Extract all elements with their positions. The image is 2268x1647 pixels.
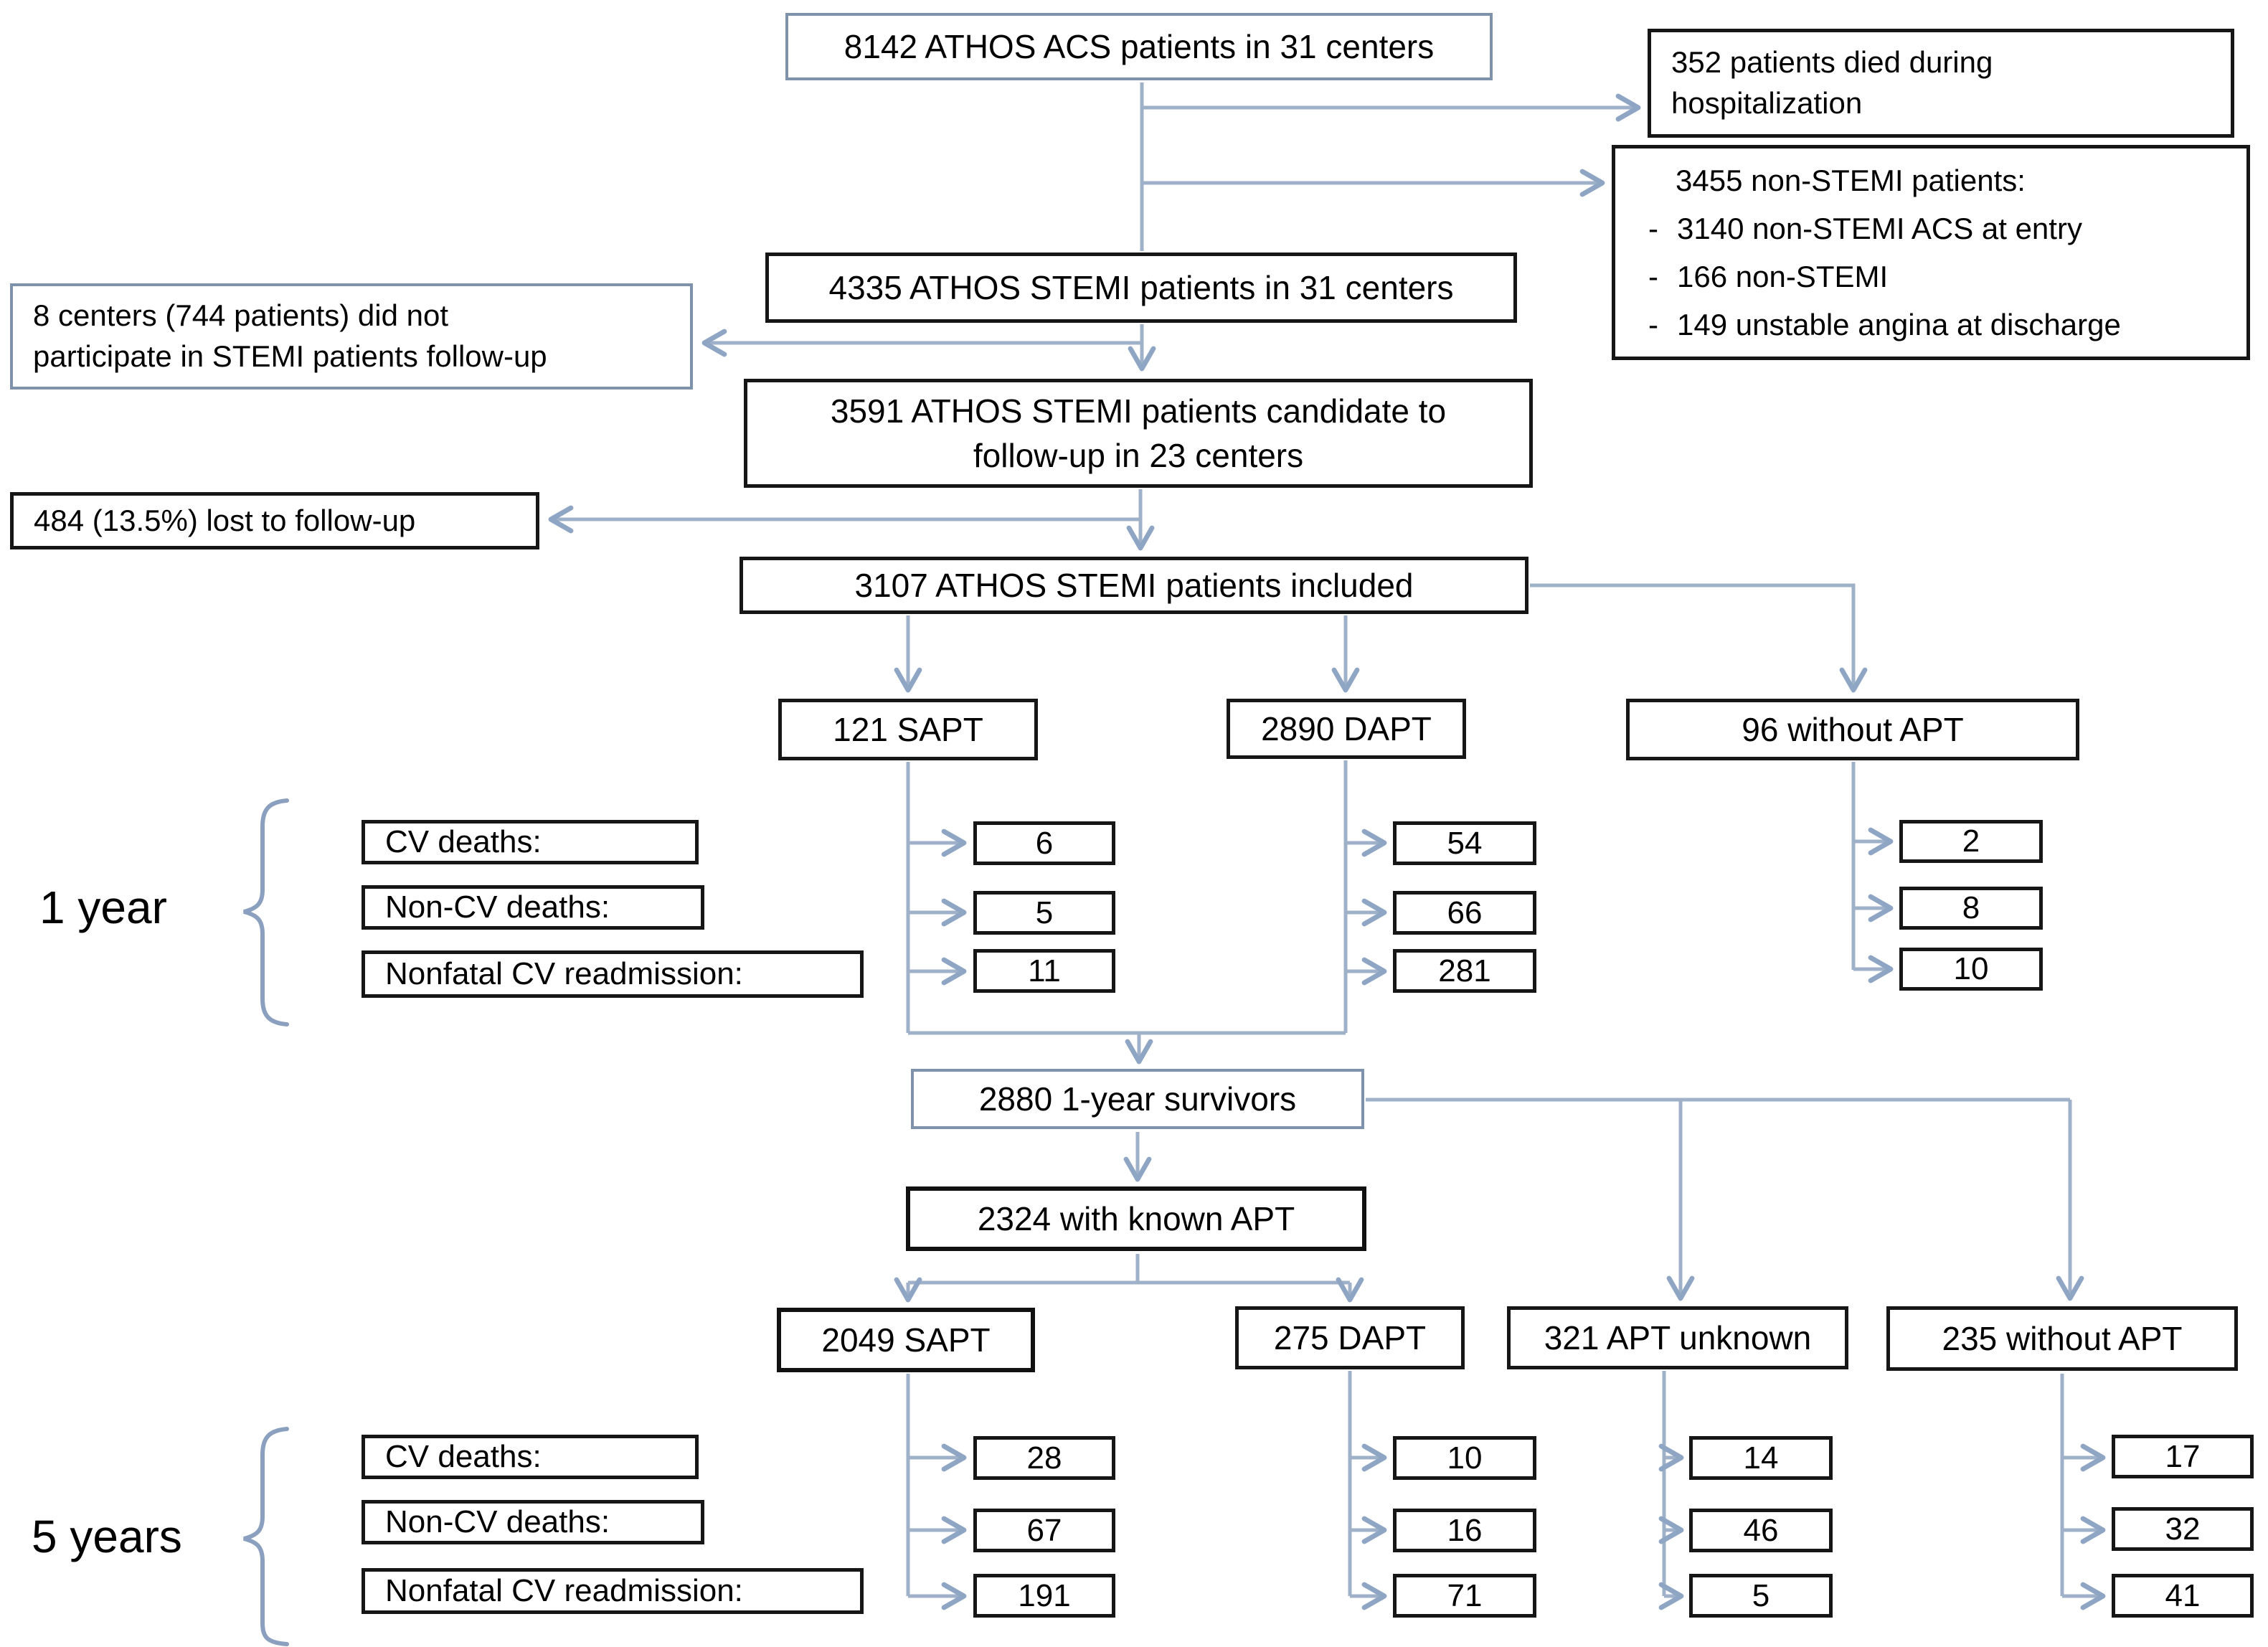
value-5y-unknown-cv: 14 <box>1689 1436 1833 1480</box>
box-dapt-5y: 275 DAPT <box>1235 1306 1465 1369</box>
value-1y-dapt-cv: 54 <box>1393 821 1536 865</box>
five-years-label: 5 years <box>32 1511 182 1562</box>
value-1y-noapt-readm: 10 <box>1899 948 2043 991</box>
five-years-brace <box>243 1427 289 1646</box>
bullet-icon: - <box>1648 260 1658 293</box>
value-5y-dapt-cv: 10 <box>1393 1436 1536 1480</box>
value-1y-dapt-readm: 281 <box>1393 949 1536 993</box>
label-5y-cv-deaths: CV deaths: <box>362 1435 699 1479</box>
value-5y-noapt-readm: 41 <box>2112 1574 2254 1618</box>
non-stemi-title: 3455 non-STEMI patients: <box>1676 163 2026 197</box>
arrow-included-to-noapt1 <box>1530 583 1868 693</box>
died-line-1: 352 patients died during <box>1671 45 1993 80</box>
died-line-2: hospitalization <box>1671 86 1863 120</box>
value-1y-noapt-noncv: 8 <box>1899 887 2043 930</box>
box-died-hospitalization: 352 patients died during hospitalization <box>1648 29 2234 138</box>
value-1y-sapt-readm: 11 <box>973 949 1115 993</box>
label-5y-noncv-deaths: Non-CV deaths: <box>362 1500 704 1544</box>
value-1y-sapt-cv: 6 <box>973 821 1115 865</box>
box-acs-total: 8142 ATHOS ACS patients in 31 centers <box>785 13 1493 80</box>
value-5y-unknown-readm: 5 <box>1689 1574 1833 1618</box>
non-stemi-item: -166 non-STEMI <box>1635 253 2121 301</box>
non-stemi-item-text: 3140 non-STEMI ACS at entry <box>1677 211 2082 245</box>
box-known-apt: 2324 with known APT <box>906 1186 1366 1251</box>
box-apt-unknown-5y: 321 APT unknown <box>1507 1306 1848 1369</box>
one-year-brace <box>243 798 289 1027</box>
no-participate-line-2: participate in STEMI patients follow-up <box>33 339 547 373</box>
box-non-stemi: 3455 non-STEMI patients: -3140 non-STEMI… <box>1612 145 2250 360</box>
bullet-icon: - <box>1648 308 1658 342</box>
bullet-icon: - <box>1648 211 1658 245</box>
box-included: 3107 ATHOS STEMI patients included <box>740 557 1528 614</box>
value-5y-unknown-noncv: 46 <box>1689 1509 1833 1552</box>
box-stemi-total: 4335 ATHOS STEMI patients in 31 centers <box>765 253 1517 323</box>
value-1y-sapt-noncv: 5 <box>973 891 1115 935</box>
label-5y-readmission: Nonfatal CV readmission: <box>362 1568 864 1614</box>
candidate-line-2: follow-up in 23 centers <box>973 437 1304 474</box>
value-1y-noapt-cv: 2 <box>1899 820 2043 863</box>
no-participate-line-1: 8 centers (744 patients) did not <box>33 298 449 333</box>
label-1y-readmission: Nonfatal CV readmission: <box>362 950 864 998</box>
value-5y-dapt-noncv: 16 <box>1393 1509 1536 1552</box>
box-candidate: 3591 ATHOS STEMI patients candidate to f… <box>744 379 1533 488</box>
label-1y-noncv-deaths: Non-CV deaths: <box>362 885 704 930</box>
value-5y-noapt-noncv: 32 <box>2112 1507 2254 1551</box>
value-1y-dapt-noncv: 66 <box>1393 891 1536 935</box>
value-5y-sapt-cv: 28 <box>973 1436 1115 1480</box>
label-1y-cv-deaths: CV deaths: <box>362 820 699 864</box>
box-dapt-1y: 2890 DAPT <box>1227 699 1466 759</box>
value-5y-noapt-cv: 17 <box>2112 1435 2254 1478</box>
non-stemi-item: -3140 non-STEMI ACS at entry <box>1635 204 2121 253</box>
non-stemi-item: -149 unstable angina at discharge <box>1635 301 2121 349</box>
line-known-split <box>908 1254 1350 1285</box>
one-year-label: 1 year <box>39 882 167 933</box>
box-sapt-1y: 121 SAPT <box>778 699 1038 760</box>
value-5y-dapt-readm: 71 <box>1393 1574 1536 1618</box>
box-without-apt-5y: 235 without APT <box>1886 1306 2238 1371</box>
box-sapt-5y: 2049 SAPT <box>777 1308 1035 1372</box>
value-5y-sapt-readm: 191 <box>973 1574 1115 1618</box>
box-no-participate: 8 centers (744 patients) did not partici… <box>10 283 693 390</box>
box-lost-followup: 484 (13.5%) lost to follow-up <box>10 492 539 549</box>
non-stemi-item-text: 166 non-STEMI <box>1677 260 1889 293</box>
box-without-apt-1y: 96 without APT <box>1626 699 2079 760</box>
non-stemi-item-text: 149 unstable angina at discharge <box>1677 308 2121 342</box>
value-5y-sapt-noncv: 67 <box>973 1509 1115 1552</box>
candidate-line-1: 3591 ATHOS STEMI patients candidate to <box>830 392 1447 430</box>
box-survivors: 2880 1-year survivors <box>911 1069 1364 1129</box>
